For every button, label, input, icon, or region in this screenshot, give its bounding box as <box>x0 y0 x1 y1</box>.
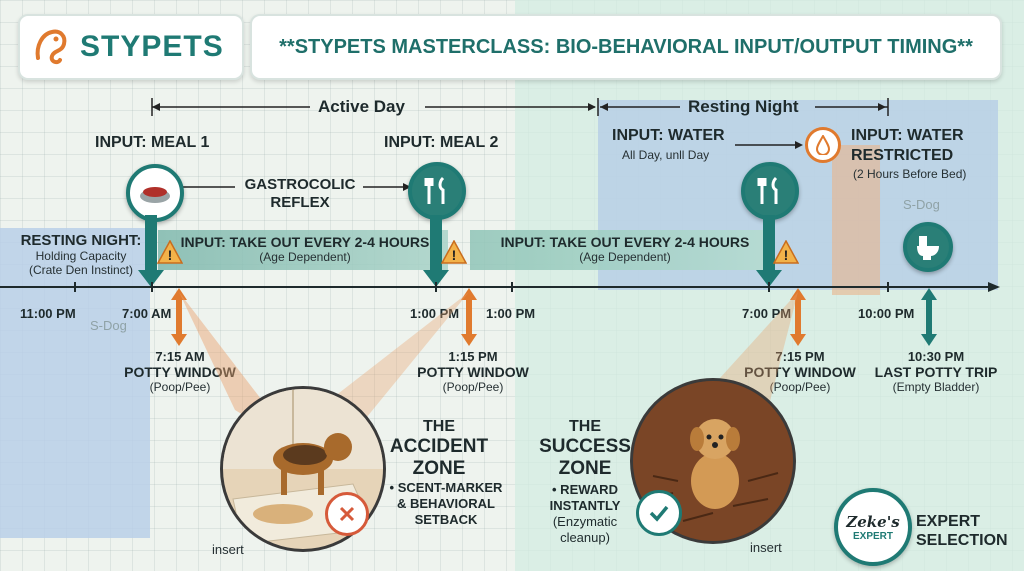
accident-zone-bullets: • SCENT-MARKER & BEHAVIORAL SETBACK <box>389 480 503 527</box>
insert-caption-2: insert <box>750 540 782 555</box>
takeout-band-1 <box>158 230 448 270</box>
takeout-band-2 <box>470 230 770 270</box>
night-zone-left <box>0 228 150 538</box>
callout-wedges <box>179 292 798 450</box>
water-restricted-sub: (2 Hours Before Bed) <box>853 167 967 181</box>
tick-label: 10:00 PM <box>858 306 915 321</box>
takeout-1: INPUT: TAKE OUT EVERY 2-4 HOURS (Age Dep… <box>180 234 430 264</box>
output-midday: 1:15 PM POTTY WINDOW (Poop/Pee) <box>417 349 529 394</box>
output-last-trip: 10:30 PM LAST POTTY TRIP (Empty Bladder) <box>874 349 998 394</box>
water-label: INPUT: WATER <box>612 127 725 144</box>
expert-badge[interactable]: Zeke's EXPERT <box>834 488 912 566</box>
page-title-box: **STYPETS MASTERCLASS: BIO-BEHAVIORAL IN… <box>250 14 1002 80</box>
svg-text:!: ! <box>168 247 173 263</box>
badge-script: Zeke's <box>846 512 900 531</box>
water-arrow <box>735 141 803 149</box>
water-restricted-l1: INPUT: WATER <box>851 127 964 144</box>
watermark: S-Dog <box>90 318 127 333</box>
output-arrows <box>171 288 937 346</box>
brand-logo[interactable]: STYPETS <box>18 14 244 80</box>
toilet-icon[interactable] <box>903 222 953 272</box>
warning-icon-3: ! <box>773 240 799 264</box>
tick-label: 7:00 PM <box>742 306 792 321</box>
accident-zone-text: THE ACCIDENT ZONE <box>389 418 489 479</box>
input-down-arrows <box>138 215 782 287</box>
dog-logo-icon <box>35 29 67 65</box>
resting-night-left: RESTING NIGHT: Holding Capacity (Crate D… <box>20 232 142 277</box>
expert-selection: EXPERT SELECTION <box>916 513 1008 549</box>
badge-label: EXPERT <box>852 530 893 542</box>
warning-icon-2: ! <box>441 240 467 264</box>
water-sub: All Day, unll Day <box>622 148 710 162</box>
tick-label: 11:00 PM <box>20 306 76 321</box>
tick-label: 1:00 PM <box>410 306 460 321</box>
resting-night-label: Resting Night <box>688 97 799 116</box>
fork-knife-icon[interactable] <box>408 162 466 220</box>
output-evening: 7:15 PM POTTY WINDOW (Poop/Pee) <box>744 349 856 394</box>
meal1-label: INPUT: MEAL 1 <box>95 134 210 151</box>
success-zone-bullets: • REWARD INSTANTLY (Enzymatic cleanup) <box>549 482 621 545</box>
x-mark-icon <box>325 492 369 536</box>
output-morning: 7:15 AM POTTY WINDOW (Poop/Pee) <box>124 349 236 394</box>
water-drop-icon <box>805 127 841 163</box>
water-restricted-l2: RESTRICTED <box>851 147 954 164</box>
active-day-label: Active Day <box>318 97 405 116</box>
food-bowl-icon[interactable] <box>126 164 184 222</box>
restriction-zone <box>832 145 880 295</box>
svg-text:!: ! <box>452 247 457 263</box>
success-zone-text: THE SUCCESS ZONE <box>539 418 631 479</box>
insert-caption: insert <box>212 542 244 557</box>
warning-icon: ! <box>157 240 183 264</box>
gastrocolic-arrows <box>183 183 411 191</box>
logo-text: STYPETS <box>80 30 224 63</box>
check-icon <box>636 490 682 536</box>
svg-text:!: ! <box>784 247 789 263</box>
page-title: **STYPETS MASTERCLASS: BIO-BEHAVIORAL IN… <box>279 35 973 58</box>
span-arrows <box>151 98 889 116</box>
tick-label: 7:00 AM <box>122 306 172 321</box>
takeout-2: INPUT: TAKE OUT EVERY 2-4 HOURS (Age Dep… <box>500 234 750 264</box>
fork-knife-icon-evening[interactable] <box>741 162 799 220</box>
tick-label: 1:00 PM <box>486 306 536 321</box>
meal2-label: INPUT: MEAL 2 <box>384 134 499 151</box>
watermark: S-Dog <box>903 197 940 212</box>
timeline-axis <box>0 282 1000 292</box>
